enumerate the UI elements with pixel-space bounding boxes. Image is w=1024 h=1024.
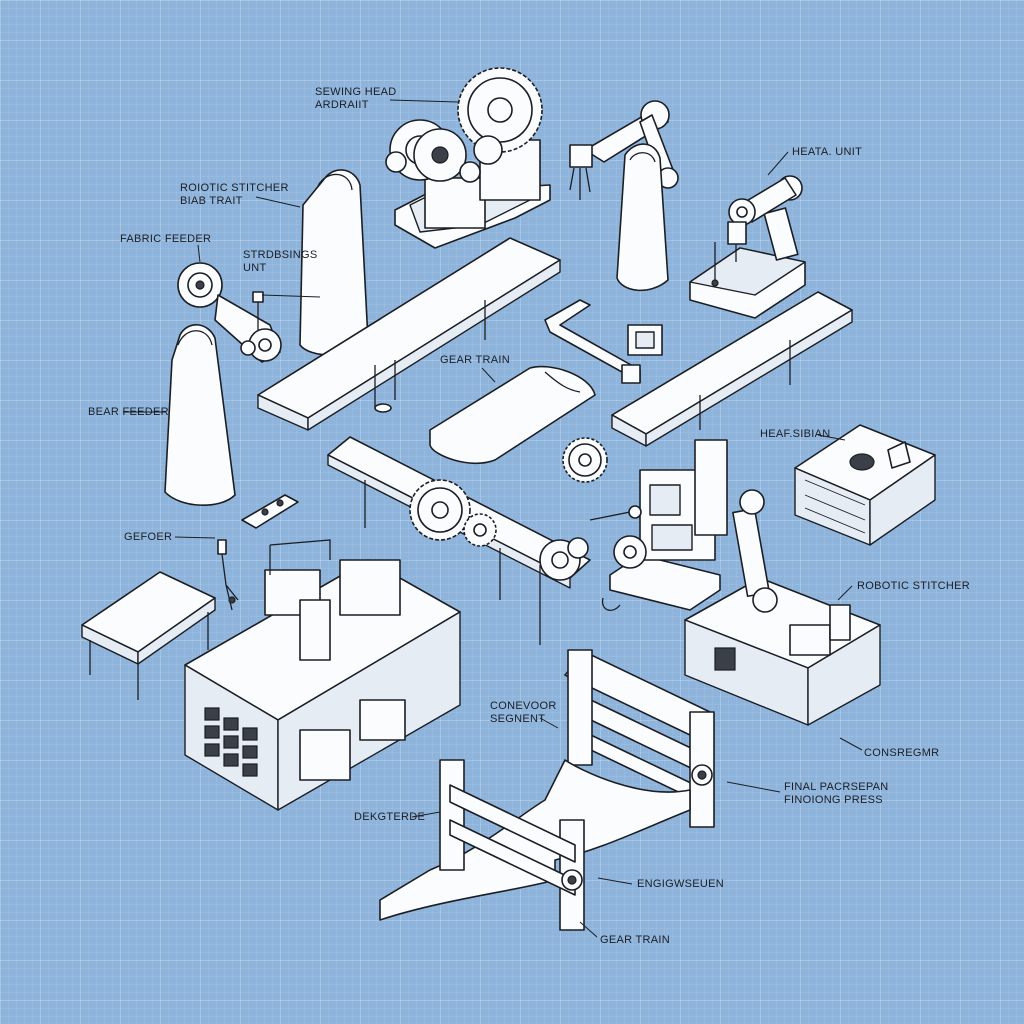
flat-tray (429, 365, 596, 465)
motor-unit (589, 439, 728, 611)
label-consregmr: CONSREGMR (864, 747, 940, 759)
label-bear-feeder: BEAR FEEDER (88, 406, 169, 418)
bracket-assembly (544, 299, 641, 384)
label-engigwseuen: ENGIGWSEUEN (637, 878, 725, 890)
gear-train-conveyor (327, 436, 591, 645)
sewing-station (184, 539, 461, 811)
hook-part (601, 597, 621, 611)
control-grid-panel (204, 707, 258, 777)
label-heata-unit: HEATA. UNIT (792, 146, 863, 158)
roller-press-upper (564, 649, 715, 828)
white-bag-left (164, 324, 236, 506)
robotic-stitcher-station (684, 489, 881, 726)
sewing-head-assembly (385, 67, 551, 249)
label-gear-train-mid: GEAR TRAIN (440, 354, 511, 366)
small-bracket-part (241, 494, 299, 529)
label-dekgterde: DEKGTERDE (354, 811, 426, 823)
fabric-feeder-machine (177, 262, 282, 363)
white-bag-top-right (616, 143, 669, 292)
label-gear-train-bottom: GEAR TRAIN (600, 934, 671, 946)
conveyor-right (611, 291, 853, 447)
gear-center (562, 437, 608, 483)
label-fabric-feeder: FABRIC FEEDER (120, 233, 212, 245)
roller-press-lower (439, 759, 585, 931)
label-gefoer: GEFOER (124, 531, 173, 543)
heat-station (794, 424, 936, 546)
small-table (81, 571, 216, 700)
heat-unit-robot (689, 175, 806, 319)
label-heaf-sibian: HEAF.SIBIAN (760, 428, 831, 440)
label-robotic-stitcher-right: ROBOTIC STITCHER (857, 580, 970, 592)
gefoer-tool (217, 539, 239, 611)
robotic-arm-top (569, 100, 679, 200)
camera-module (627, 324, 663, 356)
conveyor-upper (257, 237, 561, 431)
leader-lines (123, 99, 863, 938)
